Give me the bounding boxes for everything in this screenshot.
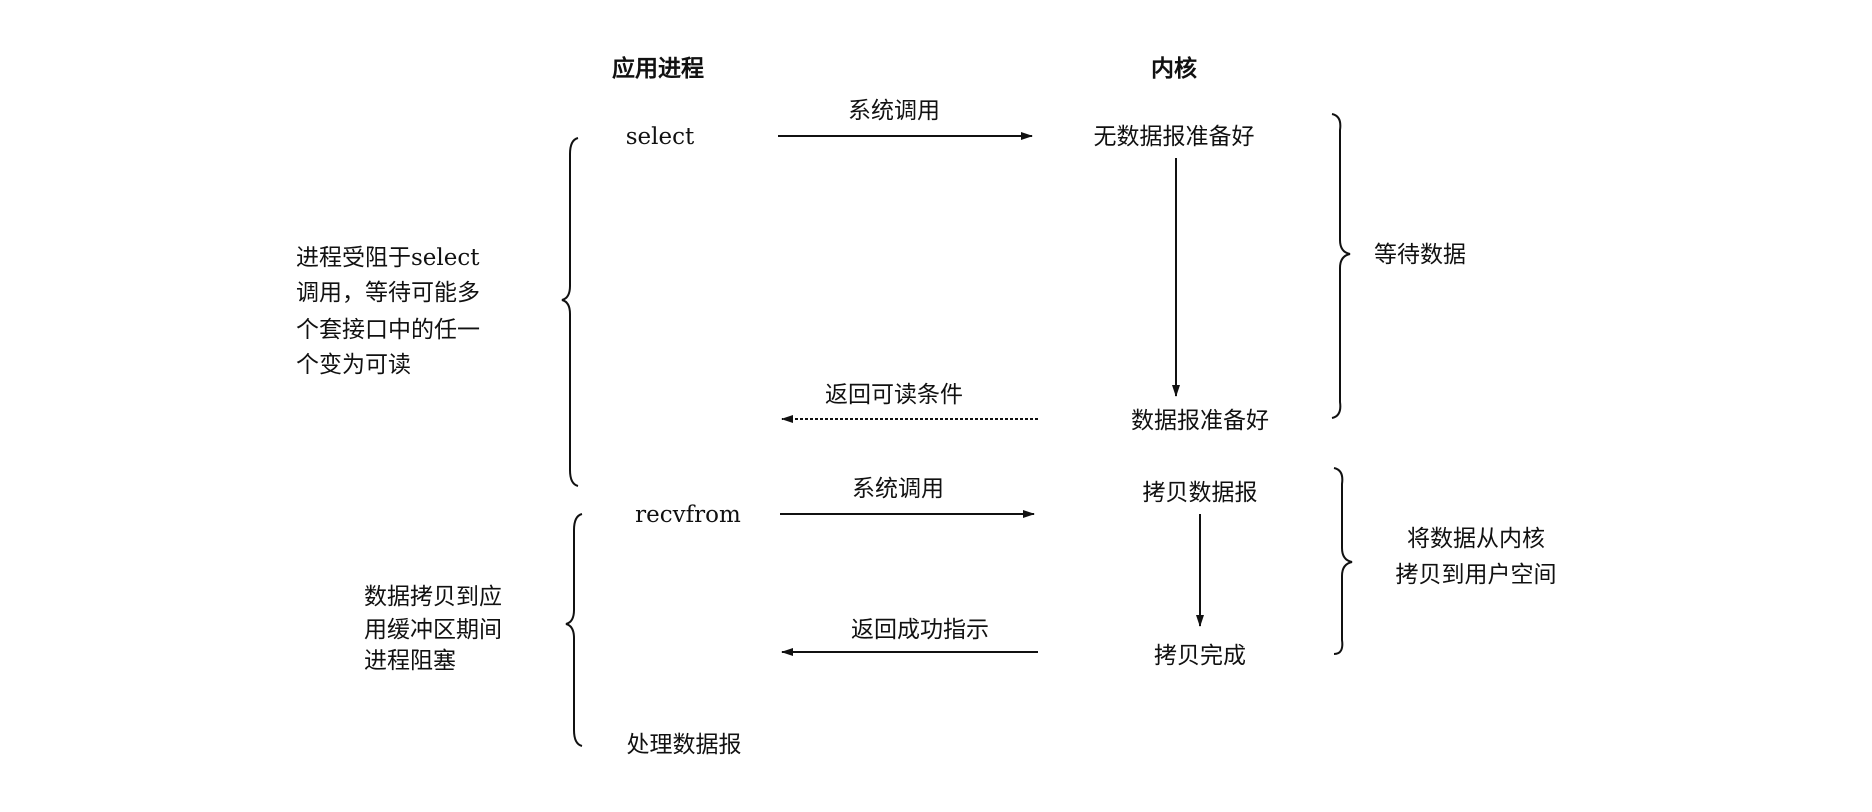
copy-datagram: 拷贝数据报: [1143, 480, 1258, 506]
syscall-label-1: 系统调用: [848, 98, 940, 124]
copy-data-label-2: 拷贝到用户空间: [1396, 562, 1557, 588]
no-datagram-ready: 无数据报准备好: [1094, 124, 1255, 150]
select-blocked-line-4: 个变为可读: [296, 352, 411, 378]
wait-data-label: 等待数据: [1374, 242, 1466, 268]
copy-blocked-line-1: 数据拷贝到应: [364, 584, 502, 610]
kernel-header: 内核: [1151, 55, 1197, 82]
app-process-header: 应用进程: [612, 55, 704, 82]
select-blocked-brace: [561, 137, 579, 487]
copy-blocked-line-2: 用缓冲区期间: [364, 617, 502, 643]
wait-data-brace: [1331, 113, 1351, 419]
process-datagram: 处理数据报: [627, 732, 742, 758]
recvfrom-call: recvfrom: [635, 502, 741, 528]
select-blocked-line-1: 进程受阻于select: [296, 245, 480, 271]
syscall-label-2: 系统调用: [852, 476, 944, 502]
copy-complete: 拷贝完成: [1154, 643, 1246, 669]
select-call: select: [626, 124, 695, 150]
copy-data-label-1: 将数据从内核: [1407, 526, 1545, 552]
return-success-label: 返回成功指示: [851, 617, 989, 643]
select-blocked-line-3: 个套接口中的任一: [296, 317, 480, 343]
select-blocked-line-2: 调用，等待可能多: [296, 280, 480, 306]
copy-data-brace: [1333, 467, 1353, 655]
datagram-ready: 数据报准备好: [1131, 408, 1269, 434]
copy-blocked-brace: [565, 513, 583, 747]
copy-blocked-line-3: 进程阻塞: [364, 648, 456, 674]
return-readable-label: 返回可读条件: [825, 382, 963, 408]
